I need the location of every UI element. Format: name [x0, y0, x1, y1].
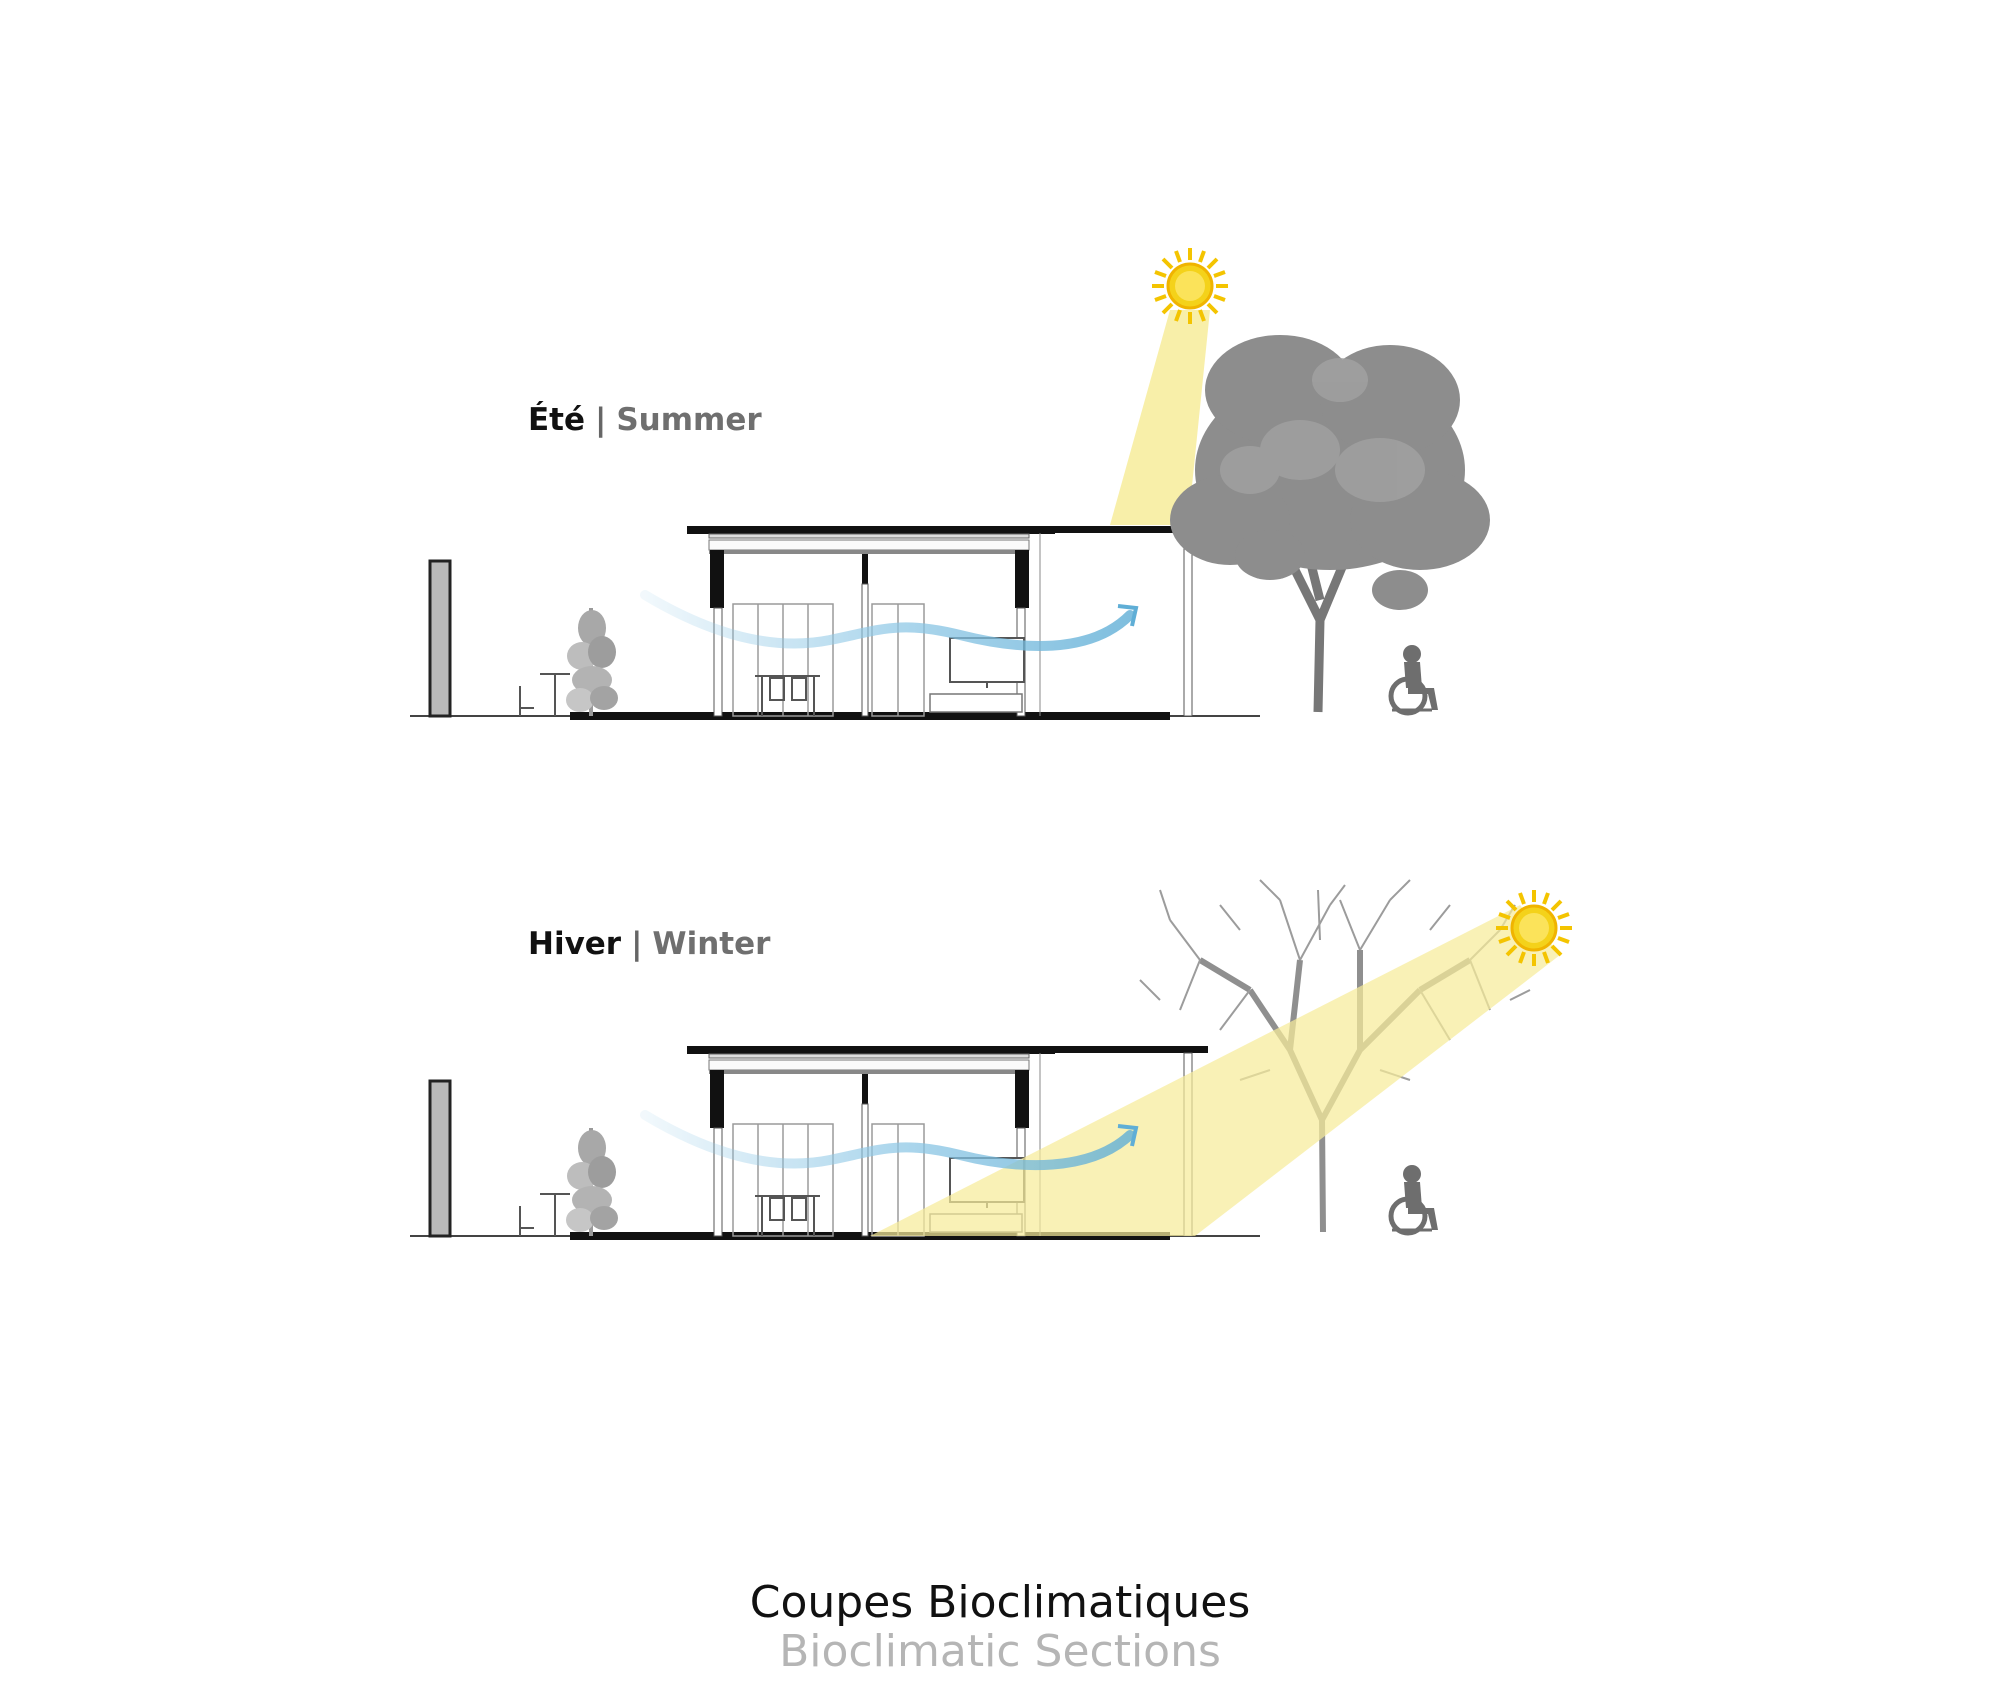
caption-title-fr: Coupes Bioclimatiques [749, 1577, 1251, 1628]
caption: Coupes Bioclimatiques Bioclimatic Sectio… [0, 1578, 2000, 1676]
wheelchair-user-icon [1391, 1165, 1438, 1233]
airflow-arrow-icon [640, 590, 1135, 652]
wheelchair-user-icon [1391, 645, 1438, 713]
deciduous-tree-icon [1170, 335, 1490, 713]
sun-icon [1494, 888, 1574, 968]
shrub-icon [566, 608, 618, 716]
summer-sun-beam [1110, 310, 1210, 525]
summer-label-separator: | [595, 402, 607, 438]
winter-label-en: Winter [652, 926, 771, 962]
caption-title-en: Bioclimatic Sections [779, 1626, 1221, 1677]
summer-section [408, 246, 1490, 722]
summer-label: Été|Summer [528, 402, 762, 438]
winter-sun-beam [870, 905, 1560, 1236]
winter-label: Hiver|Winter [528, 926, 770, 962]
sun-icon [1150, 246, 1230, 326]
winter-label-separator: | [631, 926, 643, 962]
airflow-arrow-icon [640, 1110, 1135, 1171]
summer-label-fr: Été [528, 402, 586, 438]
winter-section [408, 879, 1574, 1242]
summer-label-en: Summer [616, 402, 762, 438]
winter-label-fr: Hiver [528, 926, 622, 962]
shrub-icon [566, 1128, 618, 1236]
